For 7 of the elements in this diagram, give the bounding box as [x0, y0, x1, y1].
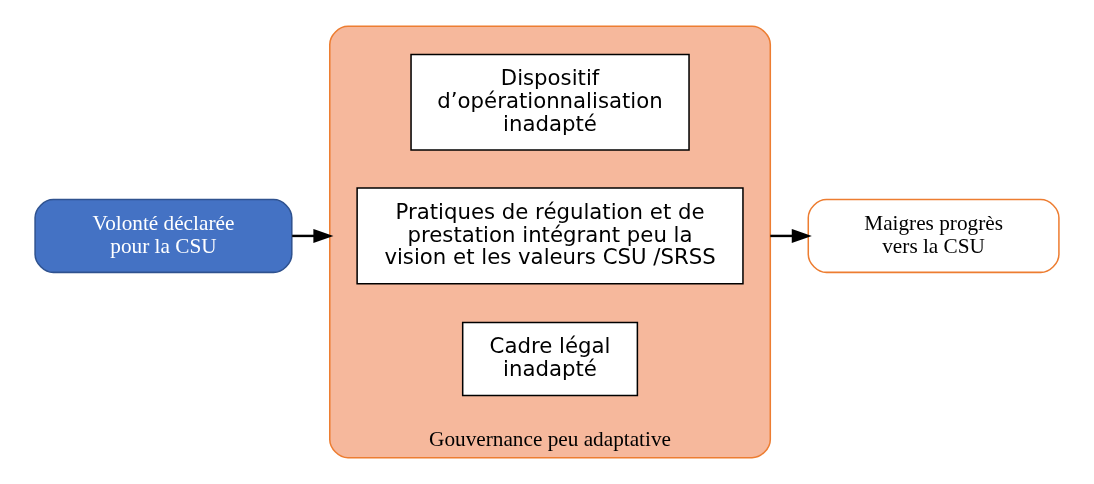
node-box: Cadre légal inadapté — [461, 321, 639, 397]
node-box: Volonté déclarée pour la CSU — [34, 198, 293, 274]
node-box: Maigres progrès vers la CSU — [807, 198, 1060, 274]
arrow — [770, 228, 812, 243]
node-box: Dispositif d’opérationnalisation inadapté — [410, 53, 690, 151]
node-box: Pratiques de régulation et de prestation intégrant peu la vision et les valeurs CSU /SRSS — [356, 187, 744, 285]
arrow — [292, 228, 334, 243]
